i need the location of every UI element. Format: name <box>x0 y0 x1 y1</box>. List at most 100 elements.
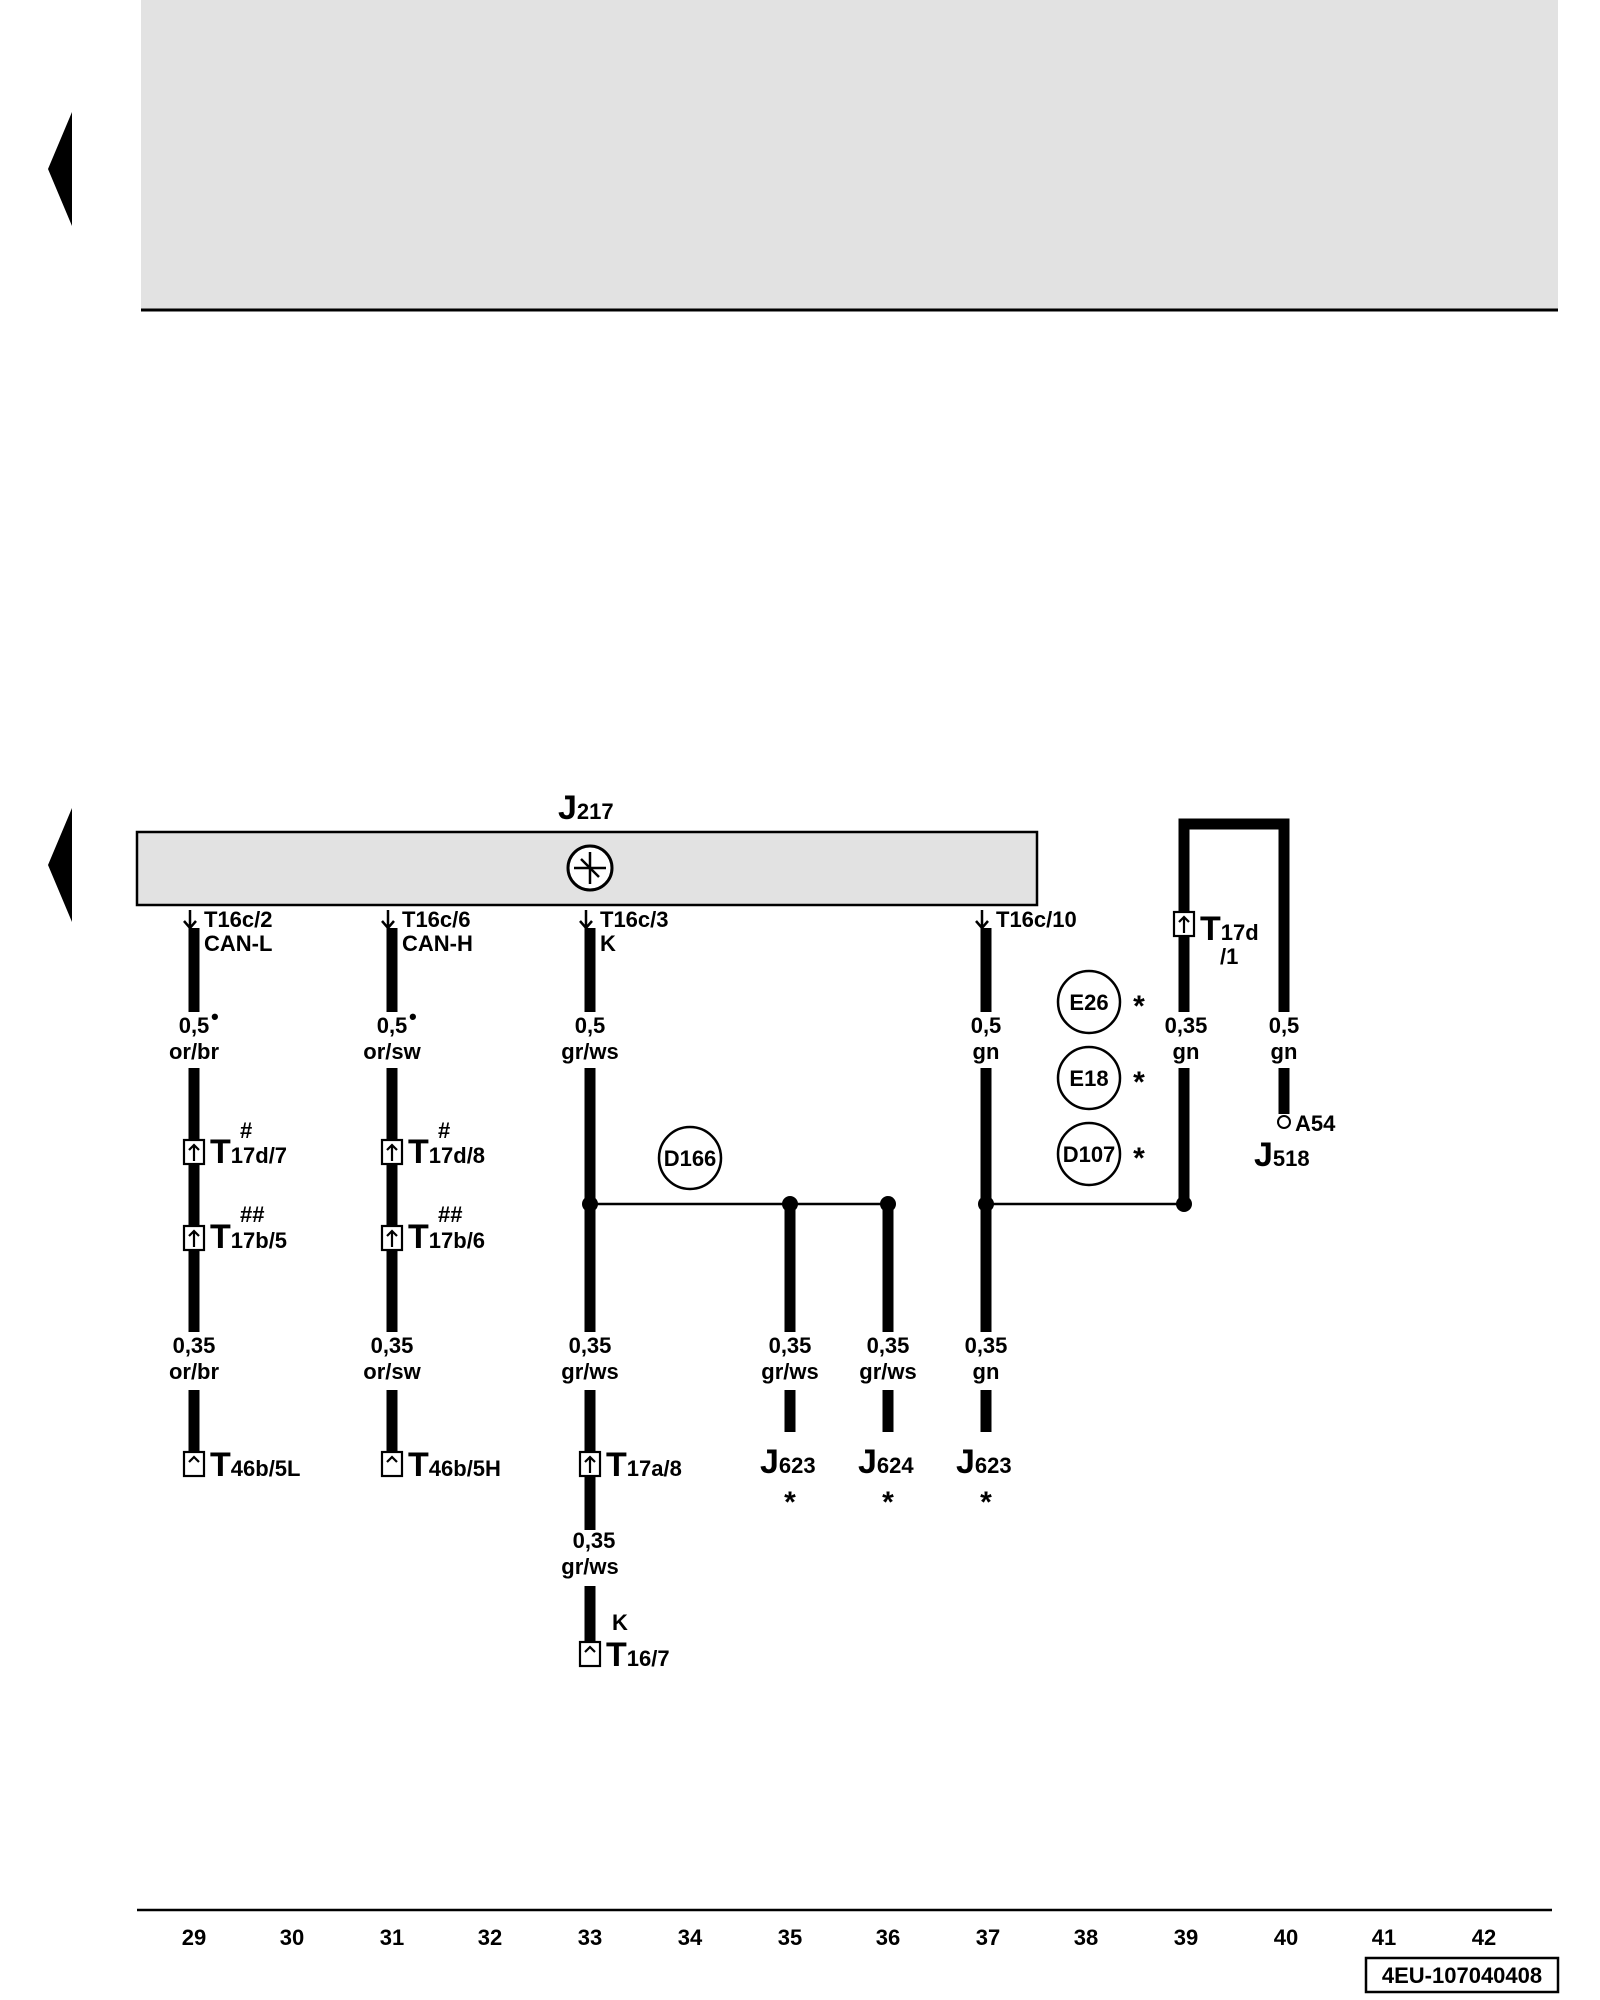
grid-numbers: 29 30 31 32 33 34 35 36 37 38 39 40 41 4… <box>182 1925 1496 1950</box>
prev-page-arrow-icon[interactable] <box>48 112 72 226</box>
connector-t16-7: T16/7 <box>606 1636 670 1674</box>
pin-signal-k: K <box>600 931 616 956</box>
svg-text:E18: E18 <box>1069 1066 1108 1091</box>
pin-label-t16c-10: T16c/10 <box>996 907 1077 932</box>
svg-text:or/br: or/br <box>169 1359 220 1384</box>
svg-text:32: 32 <box>478 1925 502 1950</box>
svg-text:38: 38 <box>1074 1925 1098 1950</box>
svg-text:or/br: or/br <box>169 1039 220 1064</box>
control-unit-symbol-icon <box>566 844 614 892</box>
connector-t46b-5l: T46b/5L <box>210 1446 300 1484</box>
svg-text:gr/ws: gr/ws <box>761 1359 818 1384</box>
pin-label-t16c-2: T16c/2 <box>204 907 273 932</box>
connector-t17b-5: T17b/5 <box>210 1218 287 1256</box>
bullet-marker: • <box>409 1004 417 1029</box>
svg-text:D166: D166 <box>664 1146 717 1171</box>
svg-text:0,5: 0,5 <box>971 1013 1002 1038</box>
header-band <box>141 0 1558 310</box>
svg-text:gr/ws: gr/ws <box>561 1039 618 1064</box>
svg-text:42: 42 <box>1472 1925 1496 1950</box>
svg-text:30: 30 <box>280 1925 304 1950</box>
connector-t17d-1-pin: /1 <box>1220 944 1238 969</box>
svg-text:31: 31 <box>380 1925 404 1950</box>
doc-id-box <box>1364 1956 1560 1994</box>
control-unit-label: J217 <box>558 789 614 827</box>
svg-text:or/sw: or/sw <box>363 1039 421 1064</box>
component-e18: E18 <box>1056 1045 1122 1111</box>
svg-text:0,35: 0,35 <box>573 1528 616 1553</box>
connector-mark: K <box>612 1610 628 1635</box>
star-markers: * * * * * * <box>784 990 1145 1519</box>
svg-text:39: 39 <box>1174 1925 1198 1950</box>
svg-text:33: 33 <box>578 1925 602 1950</box>
component-e26: E26 <box>1056 969 1122 1035</box>
svg-text:or/sw: or/sw <box>363 1359 421 1384</box>
target-j518-pin: A54 <box>1295 1111 1336 1136</box>
connector-mark: ## <box>438 1202 462 1227</box>
svg-text:*: * <box>1133 990 1145 1023</box>
junction-dots <box>582 1196 1192 1212</box>
svg-text:gr/ws: gr/ws <box>859 1359 916 1384</box>
wires <box>188 818 1290 1642</box>
upper-wire-labels: 0,5 or/br 0,5 or/sw 0,5 gr/ws 0,5 gn 0,3… <box>169 1013 1299 1064</box>
bullet-marker: • <box>211 1004 219 1029</box>
connector-mark: # <box>240 1118 252 1143</box>
doc-id: 4EU-107040408 <box>1382 1963 1542 1988</box>
svg-text:E26: E26 <box>1069 990 1108 1015</box>
svg-text:gr/ws: gr/ws <box>561 1554 618 1579</box>
svg-text:*: * <box>1133 1066 1145 1099</box>
connector-mark: ## <box>240 1202 264 1227</box>
lower-wire-labels: 0,35 or/br 0,35 or/sw 0,35 gr/ws 0,35 gr… <box>169 1333 1007 1579</box>
pin-arrow-icons <box>183 910 989 930</box>
connector-t17b-6: T17b/6 <box>408 1218 485 1256</box>
svg-text:0,35: 0,35 <box>1165 1013 1208 1038</box>
pin-signal-can-l: CAN-L <box>204 931 272 956</box>
svg-text:gn: gn <box>1271 1039 1298 1064</box>
svg-text:0,35: 0,35 <box>569 1333 612 1358</box>
svg-text:36: 36 <box>876 1925 900 1950</box>
connector-t17d-8: T17d/8 <box>408 1133 485 1171</box>
connector-icons <box>182 910 1196 1668</box>
pin-label-t16c-6: T16c/6 <box>402 907 471 932</box>
connector-mark: # <box>438 1118 450 1143</box>
svg-text:0,35: 0,35 <box>371 1333 414 1358</box>
svg-text:35: 35 <box>778 1925 802 1950</box>
svg-text:*: * <box>882 1486 894 1519</box>
svg-text:0,35: 0,35 <box>965 1333 1008 1358</box>
svg-text:gn: gn <box>973 1039 1000 1064</box>
svg-text:0,5: 0,5 <box>179 1013 210 1038</box>
svg-text:gn: gn <box>1173 1039 1200 1064</box>
component-d166: D166 <box>657 1125 723 1191</box>
connector-t46b-5h: T46b/5H <box>408 1446 501 1484</box>
svg-text:*: * <box>1133 1142 1145 1175</box>
component-d107: D107 <box>1056 1121 1122 1187</box>
connector-t17d-7: T17d/7 <box>210 1133 287 1171</box>
svg-text:*: * <box>980 1486 992 1519</box>
svg-text:gn: gn <box>973 1359 1000 1384</box>
pin-label-t16c-3: T16c/3 <box>600 907 669 932</box>
connector-t17a-8: T17a/8 <box>606 1446 682 1484</box>
svg-text:0,5: 0,5 <box>1269 1013 1300 1038</box>
target-j624: J624 <box>858 1443 914 1481</box>
svg-text:40: 40 <box>1274 1925 1298 1950</box>
target-j623: J623 <box>760 1443 816 1481</box>
pin-signal-can-h: CAN-H <box>402 931 473 956</box>
connector-t17d-1: T17d <box>1200 910 1259 948</box>
svg-text:0,35: 0,35 <box>769 1333 812 1358</box>
svg-text:D107: D107 <box>1063 1142 1116 1167</box>
svg-text:29: 29 <box>182 1925 206 1950</box>
svg-text:41: 41 <box>1372 1925 1396 1950</box>
target-j623: J623 <box>956 1443 1012 1481</box>
svg-text:0,35: 0,35 <box>173 1333 216 1358</box>
svg-text:0,35: 0,35 <box>867 1333 910 1358</box>
svg-text:gr/ws: gr/ws <box>561 1359 618 1384</box>
target-j518: J518 <box>1254 1136 1310 1174</box>
svg-text:37: 37 <box>976 1925 1000 1950</box>
svg-text:0,5: 0,5 <box>575 1013 606 1038</box>
svg-text:0,5: 0,5 <box>377 1013 408 1038</box>
pin-end-icon <box>1277 1115 1291 1129</box>
prev-section-arrow-icon[interactable] <box>48 808 72 922</box>
svg-text:34: 34 <box>678 1925 703 1950</box>
svg-text:*: * <box>784 1486 796 1519</box>
